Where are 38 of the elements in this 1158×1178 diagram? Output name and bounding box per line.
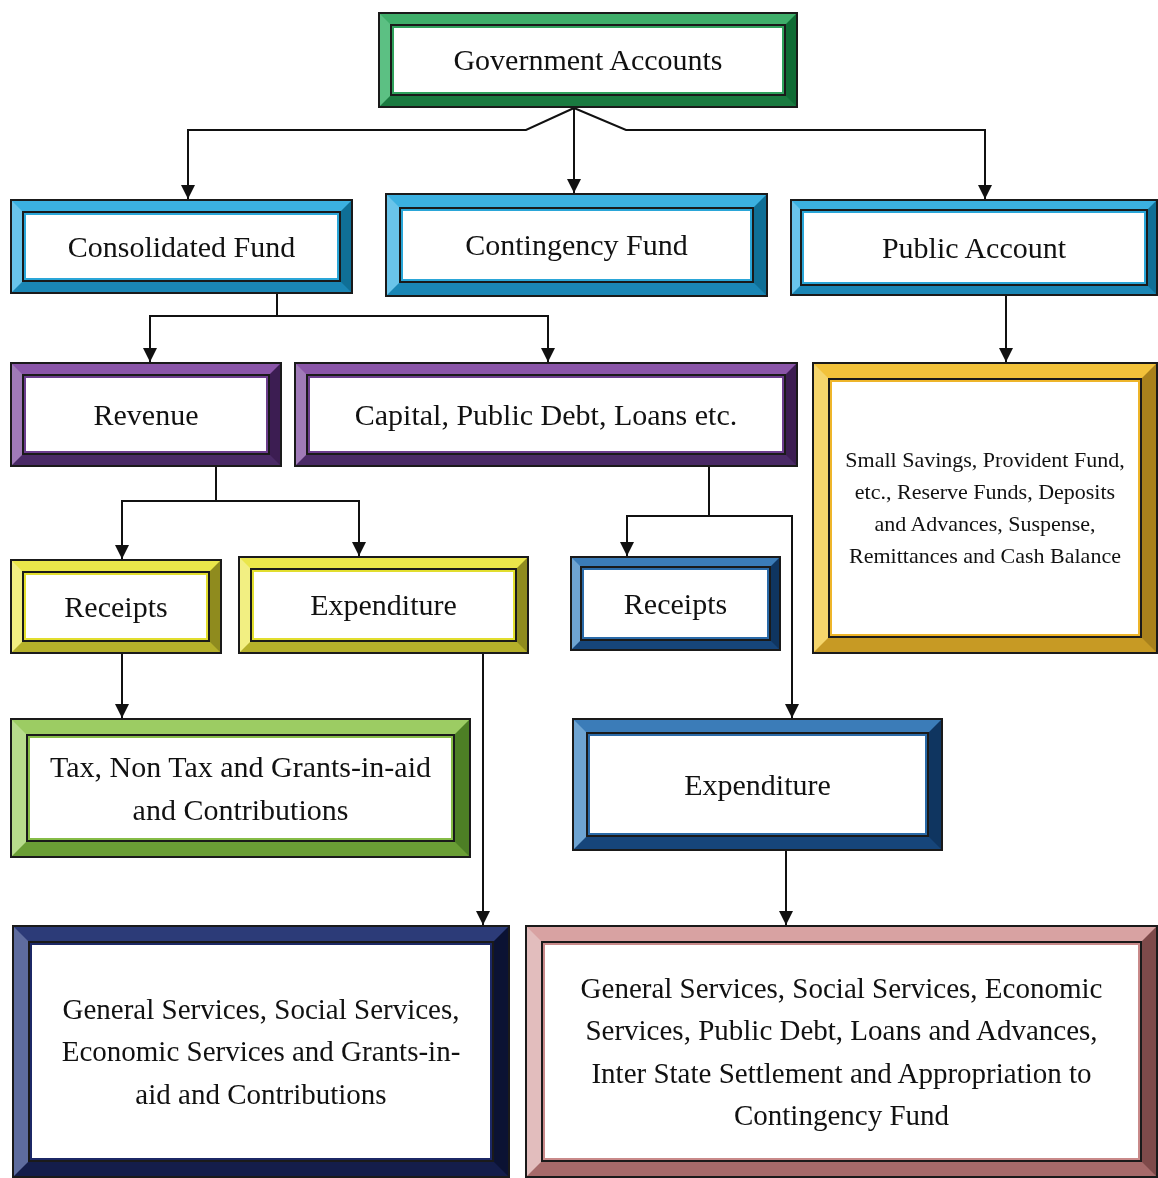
arrow: [708, 466, 799, 719]
bevel-box: [10, 199, 353, 294]
bevel-box: [812, 362, 1158, 654]
bevel-box: [525, 925, 1158, 1178]
arrow: [999, 295, 1013, 363]
box-label: Receipts: [64, 588, 168, 625]
box-label: Receipts: [623, 585, 728, 622]
bevel-box: [570, 556, 781, 651]
bevel-box: [385, 193, 768, 297]
box-label: Expenditure: [310, 587, 457, 624]
bevel-box: [12, 925, 510, 1178]
box-label: Small Savings, Provident Fund, etc., Reserve Funds, Deposits and Advances, Suspense, Remittances and Cash Balance: [844, 446, 1126, 570]
arrow: [215, 466, 366, 557]
arrow: [115, 653, 129, 719]
box-label: Tax, Non Tax and Grants-in-aid and Contributions: [49, 748, 432, 828]
bevel-box: [238, 556, 529, 654]
arrow: [181, 107, 575, 200]
box-label: Revenue: [93, 396, 199, 433]
bevel-box: [10, 362, 282, 467]
box-label: Contingency Fund: [465, 227, 688, 264]
box-label: Public Account: [881, 229, 1067, 266]
box-label: General Services, Social Services, Economic Services and Grants-in-aid and Contributions: [60, 992, 462, 1112]
arrow: [779, 850, 793, 926]
bevel-box: [790, 199, 1158, 296]
bevel-box: [572, 718, 943, 851]
box-label: Capital, Public Debt, Loans etc.: [354, 396, 738, 433]
box-label: Government Accounts: [453, 42, 723, 79]
bevel-box: [294, 362, 798, 467]
arrow: [567, 107, 581, 194]
box-label: Consolidated Fund: [67, 228, 296, 265]
bevel-box: [378, 12, 798, 108]
arrow: [573, 107, 992, 200]
arrow: [276, 293, 555, 363]
arrow: [476, 653, 490, 926]
bevel-box: [10, 718, 471, 858]
box-label: Expenditure: [684, 766, 831, 803]
bevel-box: [10, 559, 222, 654]
box-label: General Services, Social Services, Economic Services, Public Debt, Loans and Advances, Inter State Settlement and Appropriation to Contingency Fund: [579, 971, 1104, 1133]
